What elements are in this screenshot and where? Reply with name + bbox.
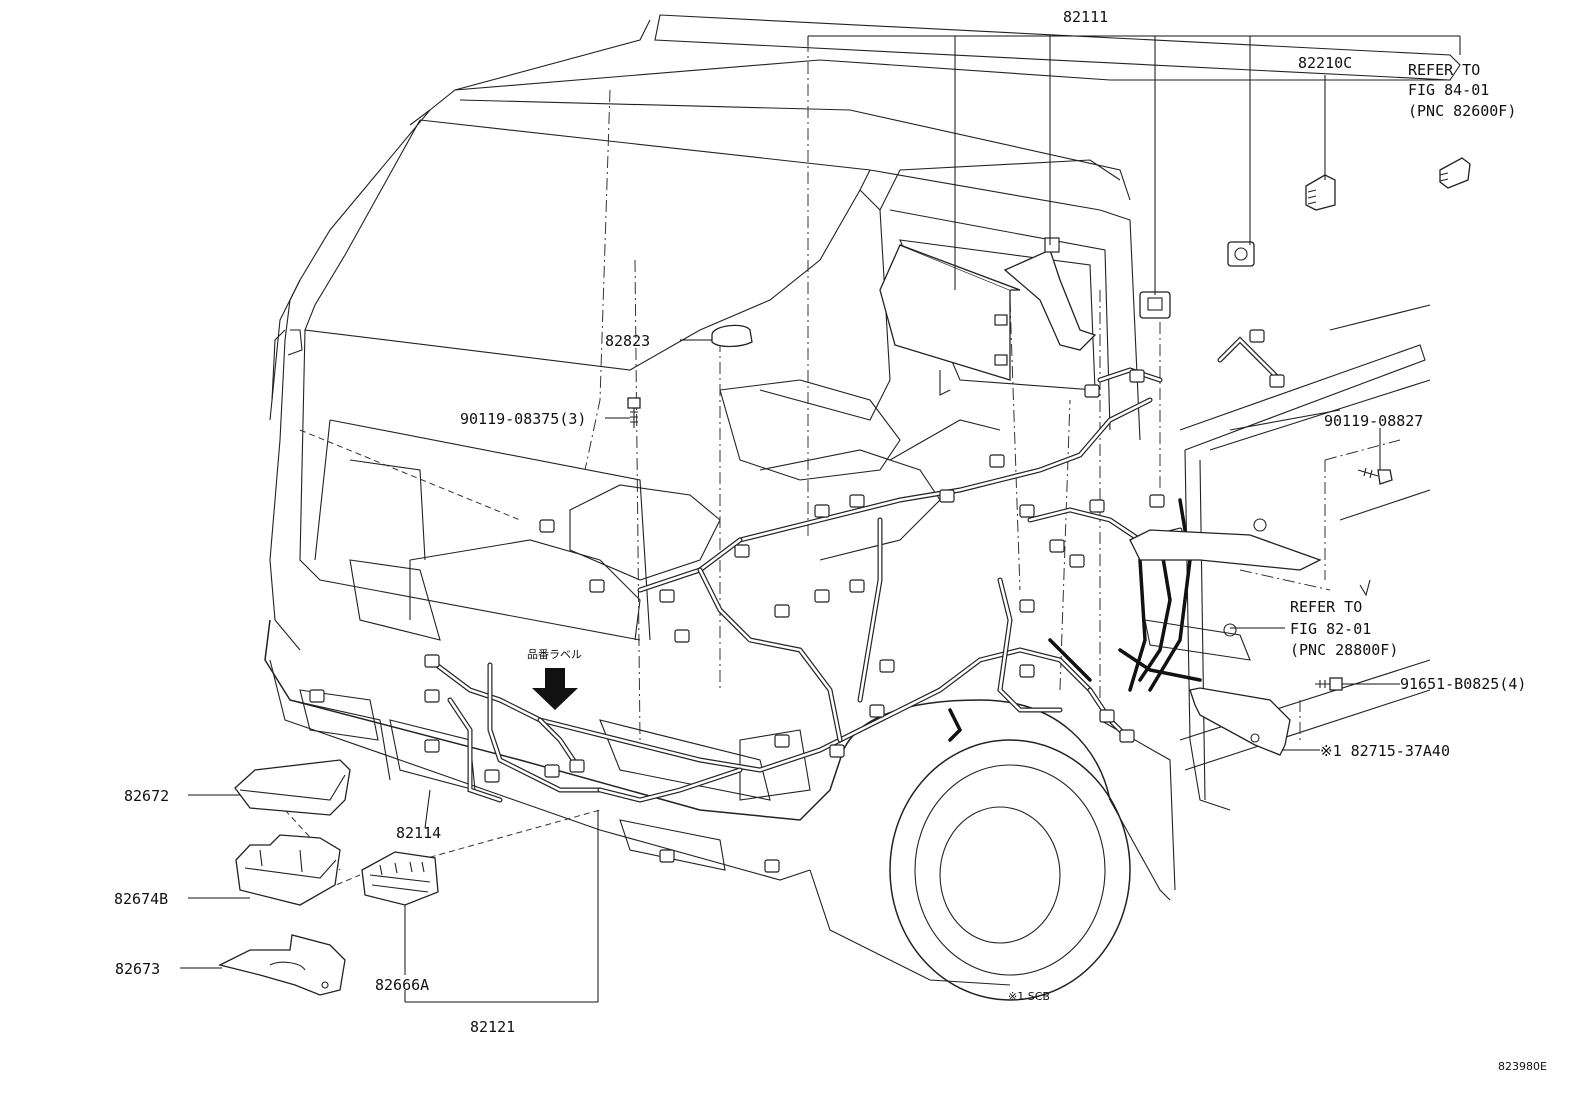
part-82672 (234, 759, 351, 816)
wire-harness-82121 (597, 767, 743, 803)
bolt-91651-B0825 (1315, 677, 1343, 691)
part-82666A (361, 851, 439, 906)
label-82674B: 82674B (114, 890, 168, 908)
label-82210C: 82210C (1298, 54, 1352, 72)
relay-module (1139, 291, 1171, 319)
wire-harness-82111 (427, 336, 1283, 773)
part-82674B (235, 834, 341, 906)
label-82111: 82111 (1063, 8, 1108, 26)
callout-labels: 82111 82210C REFER TO FIG 84-01 (PNC 826… (114, 8, 1547, 1073)
label-refer-84-01-line1: REFER TO (1408, 61, 1480, 79)
label-82114: 82114 (396, 824, 441, 842)
diagram-id: 823980E (1498, 1060, 1547, 1073)
label-refer-82-01-line1: REFER TO (1290, 598, 1362, 616)
battery-cables (948, 498, 1202, 742)
harness-connectors (309, 329, 1285, 873)
label-refer-84-01-line3: (PNC 82600F) (1408, 102, 1516, 120)
bolt-90119-08375 (627, 397, 641, 428)
ecu-bracket (1003, 237, 1097, 351)
label-82673: 82673 (115, 960, 160, 978)
leader-lines (180, 35, 1461, 1003)
label-82121: 82121 (470, 1018, 515, 1036)
label-refer-82-01-line2: FIG 82-01 (1290, 620, 1371, 638)
label-82823: 82823 (605, 332, 650, 350)
wire-harness-82114 (447, 662, 603, 803)
label-scb-note: ※1 SCB (1008, 990, 1050, 1003)
label-arrow (532, 668, 578, 710)
part-82823 (711, 324, 753, 348)
part-82673 (218, 934, 346, 996)
dash-dot-leaders (284, 40, 1401, 901)
label-refer-84-01-line2: FIG 84-01 (1408, 81, 1489, 99)
label-90119-08827: 90119-08827 (1324, 412, 1423, 430)
label-part-number-label: 品番ラベル (527, 648, 582, 661)
label-91651-B0825: 91651-B0825(4) (1400, 675, 1526, 693)
label-82672: 82672 (124, 787, 169, 805)
label-refer-82-01-line3: (PNC 28800F) (1290, 641, 1398, 659)
label-82715-37A40: ※1 82715-37A40 (1320, 742, 1450, 760)
relay-82111 (1227, 241, 1255, 267)
label-82666A: 82666A (375, 976, 429, 994)
part-82715-37A40 (1189, 687, 1291, 756)
ecu-module (879, 244, 1021, 396)
bolt-90119-08827 (1357, 467, 1393, 485)
part-82210C (1305, 174, 1336, 211)
label-90119-08375: 90119-08375(3) (460, 410, 586, 428)
battery-area (1129, 518, 1371, 661)
part-82600F (1439, 157, 1471, 189)
